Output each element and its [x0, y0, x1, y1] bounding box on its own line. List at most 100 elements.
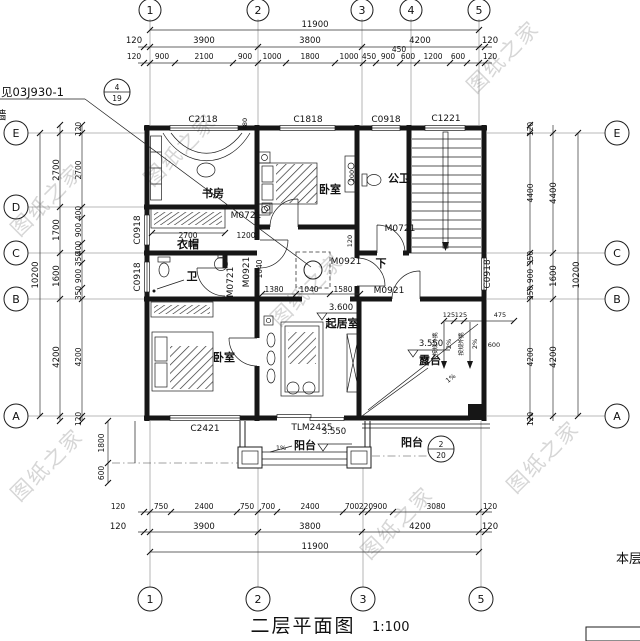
room-label: 卧室: [319, 182, 341, 196]
dim-text: 1040: [255, 259, 264, 278]
grid-bubble-label: 5: [478, 593, 485, 606]
dim-text: 1000: [262, 52, 281, 61]
balcony: [112, 421, 427, 469]
grid-bubble-label: 4: [408, 4, 415, 17]
detail-ref-num: 2: [439, 440, 444, 449]
door-tlm2425: [276, 414, 345, 421]
dim-text: 750: [240, 502, 255, 511]
dim-text: 220: [359, 502, 374, 511]
dim-text: 120: [482, 36, 498, 46]
opening-label: C0918: [133, 215, 143, 244]
doors: [196, 198, 421, 367]
dim-text: 350: [74, 286, 83, 301]
dim-text: 4400: [549, 182, 559, 204]
dim-text: 120: [526, 122, 535, 137]
opening-label: M0921: [242, 257, 252, 288]
sheet-border-corner: [585, 626, 640, 641]
slope-label: 2%: [445, 339, 453, 349]
dim-text: 1000: [339, 52, 358, 61]
window-c0918-left-lower: [144, 261, 150, 293]
bed-bottom: [151, 331, 214, 392]
dim-text: 3900: [193, 522, 215, 532]
dim-text: 900: [526, 269, 535, 284]
terrace-annotations: 1% 2% 2% 按规外挑 按规外挑 125 125 475 600: [361, 311, 506, 429]
dim-text: 350: [74, 252, 83, 267]
window-c2421: [169, 415, 241, 421]
slope-note: 按规外挑: [457, 332, 465, 355]
windows: [144, 125, 487, 421]
dim-text: 11900: [301, 542, 328, 552]
opening-label: M0721: [385, 224, 416, 234]
detail-ref-den: 20: [436, 451, 446, 460]
dim-text: 1200: [423, 52, 442, 61]
dim-text: 4200: [74, 347, 83, 366]
opening-label: C1221: [431, 114, 460, 124]
window-c1818: [279, 125, 336, 131]
dim-text: 2700: [178, 231, 197, 240]
grid-bubble-label: B: [613, 293, 621, 306]
room-label: 起居室: [325, 316, 359, 330]
dim-text: 4400: [526, 183, 535, 202]
dim-text: 3900: [193, 36, 215, 46]
room-label: 卫: [187, 270, 198, 283]
dim-text: 1040: [299, 285, 318, 294]
slope-label: 1%: [276, 444, 286, 452]
dim-text: 1580: [333, 285, 352, 294]
drawing-title: 二层平面图: [250, 615, 355, 637]
dim-text: 3800: [299, 36, 321, 46]
dim-text: 4200: [409, 36, 431, 46]
grid-bubble-label: 3: [359, 4, 366, 17]
window-c0918-top: [371, 125, 401, 131]
dim-text: 900: [381, 52, 396, 61]
opening-label: C1818: [293, 115, 322, 125]
dim-text: 480: [241, 118, 249, 130]
dim-text: 120: [126, 36, 142, 46]
level-text: 3.600: [329, 303, 353, 313]
dim-text: 600: [488, 341, 500, 349]
dim-text: 1800: [97, 433, 106, 452]
dim-text: 750: [154, 502, 169, 511]
dim-text: 600: [401, 52, 416, 61]
dim-text: 120: [483, 52, 498, 61]
dresser: [344, 155, 358, 193]
dim-text: 900: [74, 223, 83, 238]
dim-text: 10200: [572, 261, 582, 288]
living-seats: [266, 332, 276, 384]
dim-text: 3080: [426, 502, 445, 511]
dimension-lines: [36, 26, 582, 556]
opening-label: C2421: [190, 424, 219, 434]
dim-text: 700: [261, 502, 276, 511]
dim-text: 475: [494, 311, 506, 319]
detail-ref-num: 4: [115, 83, 120, 92]
small-fixture: [261, 202, 274, 326]
dim-text: 4200: [409, 522, 431, 532]
dim-text: 2400: [194, 502, 213, 511]
dim-text: 11900: [301, 20, 328, 30]
grid-bubble-label: C: [613, 247, 621, 260]
grid-bubble-label: 2: [255, 593, 262, 606]
dim-text: 1600: [549, 265, 559, 287]
slope-note: 按规外挑: [431, 332, 439, 355]
watermarks: 图纸之家 图纸之家 图纸之家 图纸之家 图纸之家 图纸之家 图纸之家: [6, 16, 584, 564]
room-label: 衣帽: [177, 237, 199, 251]
dim-text: 120: [346, 235, 354, 247]
title-block: 二层平面图 1:100 本层: [250, 552, 640, 641]
living-table: [280, 321, 324, 397]
opening-label: M0921: [331, 257, 362, 267]
room-label: 露台: [419, 353, 441, 367]
watermark-text: 图纸之家: [462, 16, 544, 98]
slope-label: 1%: [444, 372, 457, 385]
bed-top: [258, 151, 318, 216]
grid-bubble-label: E: [614, 127, 621, 140]
dim-text: 1600: [52, 265, 62, 287]
opening-label: C0918: [133, 262, 143, 291]
opening-label: M0721: [231, 211, 262, 221]
dim-text: 2700: [74, 160, 83, 179]
opening-label: TLM2425: [290, 423, 332, 433]
watermark-text: 图纸之家: [502, 416, 584, 498]
wardrobe-bedroom2: [150, 301, 214, 318]
dim-text: 450: [362, 52, 377, 61]
grid-bubble-label: B: [12, 293, 20, 306]
wardrobe-closet: [148, 208, 229, 237]
